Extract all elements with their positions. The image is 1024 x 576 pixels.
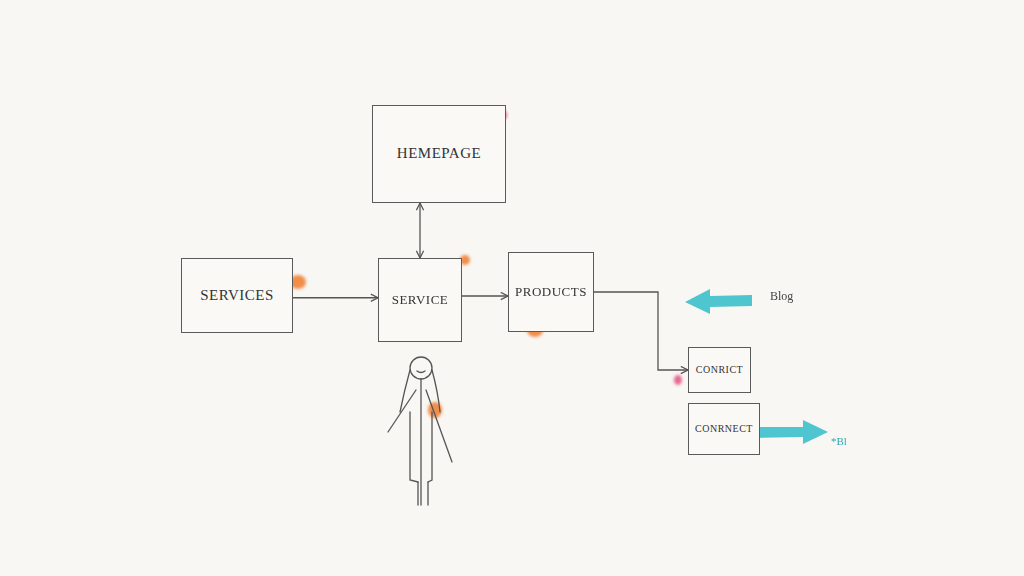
page-box: SERVICES	[181, 258, 293, 333]
stick-figure	[388, 357, 452, 505]
flow-arrow	[293, 297, 378, 298]
page-box: HEMEPAGE	[372, 105, 506, 203]
page-box: CONRNECT	[688, 403, 760, 455]
note-label: Blog	[770, 289, 793, 304]
flow-arrow	[419, 203, 420, 258]
note-label: *Bl	[831, 435, 847, 447]
paint-splotches	[275, 109, 682, 418]
page-box: SERVICE	[378, 258, 462, 342]
box-label: CONRNECT	[695, 423, 753, 435]
flow-arrow	[462, 295, 508, 296]
box-label: HEMEPAGE	[397, 145, 481, 162]
page-box: PRODUCTS	[508, 252, 594, 332]
page-box: CONRICT	[688, 347, 751, 393]
flow-arrow	[594, 292, 688, 370]
box-label: SERVICE	[392, 293, 449, 308]
box-label: CONRICT	[696, 364, 743, 376]
box-label: SERVICES	[200, 287, 274, 304]
box-label: PRODUCTS	[515, 285, 587, 300]
